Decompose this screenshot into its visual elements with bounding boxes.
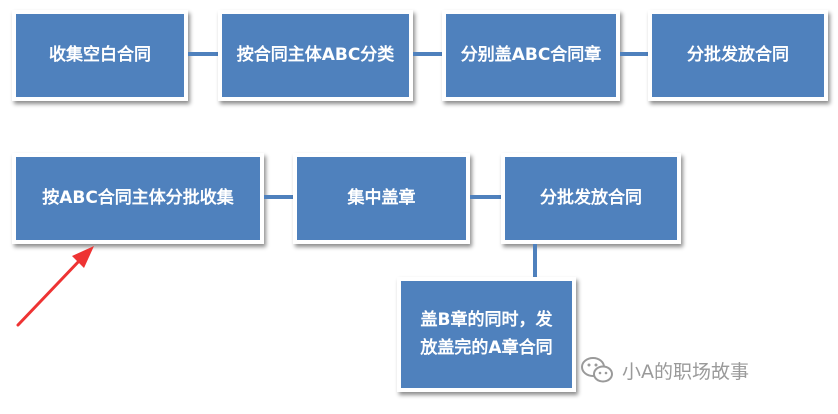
step-distribute-contracts-bottom: 分批发放合同	[501, 153, 681, 244]
step-classify-by-entity: 按合同主体ABC分类	[218, 10, 413, 101]
step-parallel-stamp-and-distribute: 盖B章的同时，发 放盖完的A章合同	[397, 277, 576, 392]
wechat-icon	[581, 357, 613, 383]
step-collect-blank-contracts: 收集空白合同	[12, 10, 188, 101]
connector-line	[413, 52, 442, 56]
connector-line	[264, 195, 293, 199]
connector-line	[470, 195, 501, 199]
watermark: 小A的职场故事	[580, 356, 749, 384]
step-collect-by-entity-batches: 按ABC合同主体分批收集	[12, 153, 264, 244]
step-distribute-contracts-top: 分批发放合同	[648, 10, 828, 101]
sub-step-line-2: 放盖完的A章合同	[420, 337, 553, 358]
connector-line	[620, 52, 648, 56]
connector-line	[188, 52, 218, 56]
step-stamp-abc-seals: 分别盖ABC合同章	[442, 10, 620, 101]
connector-line-vertical	[533, 244, 537, 277]
sub-step-line-1: 盖B章的同时，发	[420, 310, 553, 331]
step-centralized-stamping: 集中盖章	[293, 153, 470, 244]
watermark-text: 小A的职场故事	[622, 360, 749, 383]
